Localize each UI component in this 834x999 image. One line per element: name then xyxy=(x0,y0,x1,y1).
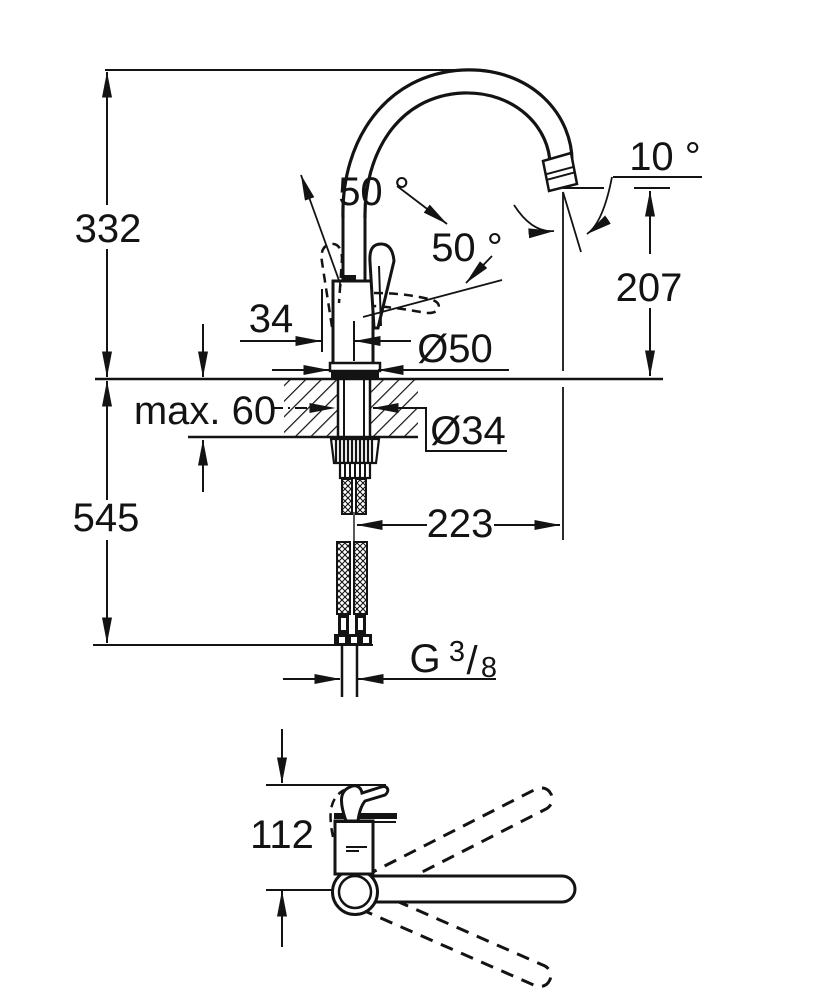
handle-lever-solid xyxy=(368,242,396,330)
plan-lever-grip xyxy=(340,784,390,823)
nut-collar-ribs xyxy=(344,464,366,477)
plan-spout-dashed-down xyxy=(366,890,553,989)
plan-spout-dashed-up xyxy=(364,786,554,898)
faucet-side-view xyxy=(320,68,579,697)
plan-swivel-circle-inner xyxy=(337,874,373,910)
aerator-line-1 xyxy=(545,165,575,176)
label-handle-depth: 112 xyxy=(250,813,314,857)
label-handle-angle-back: 50 ° xyxy=(431,226,503,270)
spout-inner-arc xyxy=(363,91,552,219)
label-thread-denominator: 8 xyxy=(481,652,497,684)
body-top-tab xyxy=(343,275,356,281)
label-outlet-height: 207 xyxy=(616,266,683,310)
reference-lines xyxy=(300,174,613,540)
label-spout-reach: 223 xyxy=(427,502,494,546)
flange-notch xyxy=(351,637,357,643)
dimension-lines xyxy=(93,69,702,684)
swivel-arc-left xyxy=(513,204,555,239)
label-shank-diameter: Ø34 xyxy=(430,409,506,453)
base-flange xyxy=(328,361,382,373)
label-handle-offset: 34 xyxy=(249,297,294,341)
handle-lever-inner-line xyxy=(378,265,382,327)
mounting-nut-ribs xyxy=(334,440,374,462)
angle-arrow-lower xyxy=(465,255,493,284)
label-outlet-angle: 10 ° xyxy=(629,135,701,179)
label-overall-height: 332 xyxy=(75,207,142,251)
spout-outlet xyxy=(541,151,579,193)
label-counter-thickness: max. 60 xyxy=(134,389,276,433)
angle-leg-upper-right xyxy=(396,185,448,225)
stream-tilted-line xyxy=(562,191,582,253)
plan-lever-dashed-edge xyxy=(329,788,345,838)
hose-fitting-left-inset xyxy=(341,618,346,630)
angle-leg-upper-left xyxy=(300,174,342,287)
label-under-counter-length: 545 xyxy=(73,496,140,540)
label-handle-angle-front: 50 ° xyxy=(338,170,410,214)
label-thread-numerator: 3 xyxy=(449,636,465,668)
plan-spout-solid xyxy=(368,874,577,904)
dim-d34-leader xyxy=(372,403,507,452)
swivel-arc-right xyxy=(586,176,613,235)
aerator-line-2 xyxy=(546,171,576,181)
hose-stub-right xyxy=(355,478,367,515)
flange-notch xyxy=(339,637,345,643)
label-base-diameter: Ø50 xyxy=(417,327,493,371)
dimension-labels: 332 545 max. 60 34 Ø50 Ø34 223 207 10 ° … xyxy=(73,135,701,857)
hose-left xyxy=(336,541,351,615)
angle-leg-lower xyxy=(362,279,503,318)
hose-stub-left xyxy=(341,478,353,515)
hose-fitting-right-inset xyxy=(358,618,363,630)
label-thread-slash: / xyxy=(466,639,478,683)
base-flange-band xyxy=(331,371,379,379)
hose-right xyxy=(353,541,368,615)
label-thread-letter: G xyxy=(409,637,440,681)
flange-notch xyxy=(363,637,369,643)
plan-view xyxy=(266,729,577,989)
